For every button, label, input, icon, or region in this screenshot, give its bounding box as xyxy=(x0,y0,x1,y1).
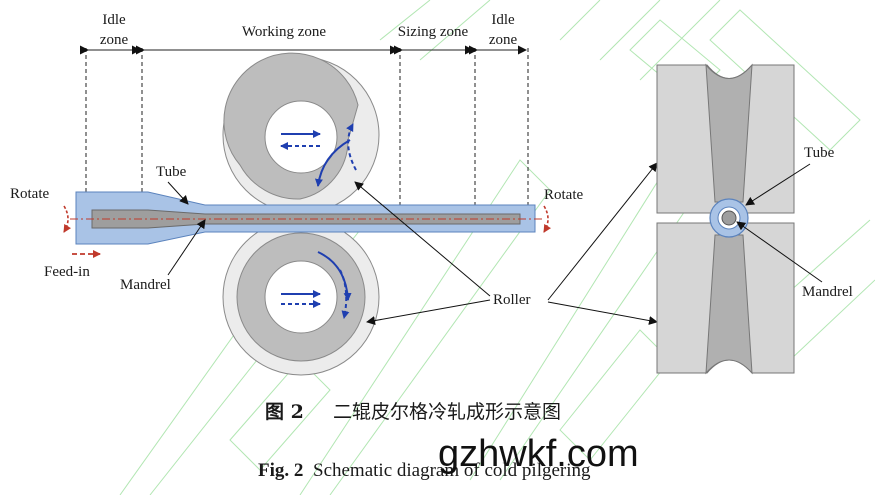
zone-working-label: Working zone xyxy=(242,24,327,40)
roller-label: Roller xyxy=(493,292,531,308)
mandrel-label: Mandrel xyxy=(120,277,171,293)
watermark-text: gzhwkf.com xyxy=(438,433,639,475)
tube-label: Tube xyxy=(156,164,187,180)
tube-section-label: Tube xyxy=(804,145,835,161)
feed-in-label: Feed-in xyxy=(44,264,90,280)
zone-dividers xyxy=(85,48,529,205)
caption-cn-text: 二辊皮尔格冷轧成形示意图 xyxy=(333,401,561,423)
caption-en-text: Schematic diagram of cold pilgering xyxy=(313,460,591,481)
zone-idle-left-line2: zone xyxy=(100,32,129,48)
leader-lines-left xyxy=(167,162,658,326)
lower-roller xyxy=(222,218,380,376)
roller-motion-arrows xyxy=(280,123,357,319)
zone-idle-left-line1: Idle xyxy=(102,12,126,28)
zone-idle-right-line1: Idle xyxy=(491,12,515,28)
mandrel-section-label: Mandrel xyxy=(802,284,853,300)
rotate-right-arrow xyxy=(543,205,552,233)
cross-section xyxy=(656,63,795,375)
zone-idle-right-line2: zone xyxy=(489,32,518,48)
caption-cn-number: 图 2 xyxy=(265,401,304,423)
leader-lines-right xyxy=(736,163,823,283)
rotate-left-arrow xyxy=(63,205,72,233)
rotate-left-label: Rotate xyxy=(10,186,49,202)
caption-en-number: Fig. 2 xyxy=(258,460,303,481)
zone-sizing-label: Sizing zone xyxy=(398,24,469,40)
rotate-right-label: Rotate xyxy=(544,187,583,203)
